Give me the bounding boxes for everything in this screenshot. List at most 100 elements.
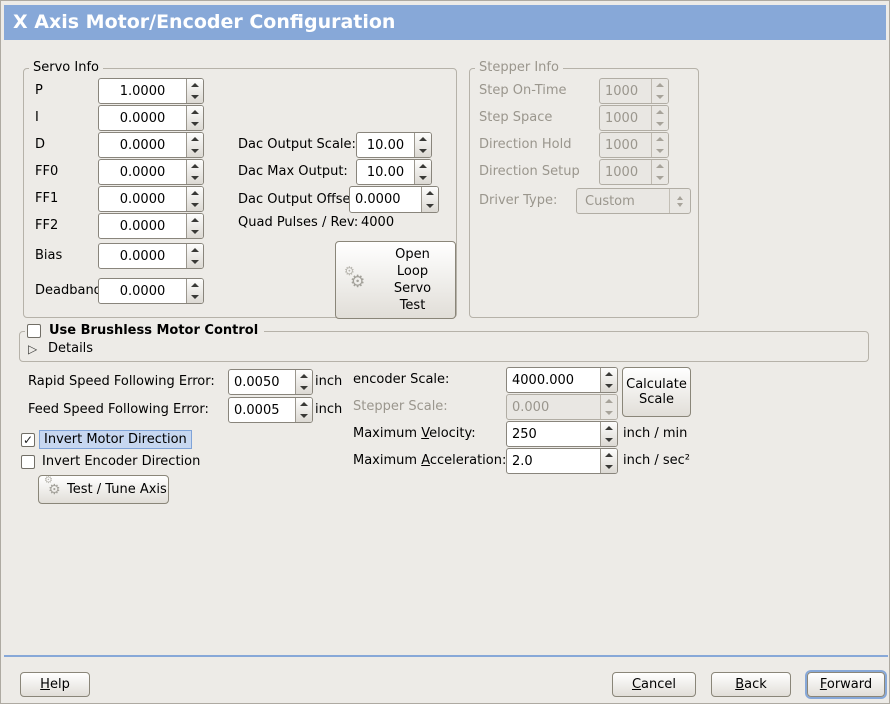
- deadband-input[interactable]: 0.0000: [98, 278, 204, 304]
- invert-encoder-direction-checkbox[interactable]: [21, 455, 35, 469]
- feed-following-error-input[interactable]: 0.0005: [228, 397, 313, 423]
- spin-down-icon[interactable]: [601, 434, 617, 446]
- i-input[interactable]: 0.0000: [98, 105, 204, 131]
- ff0-label: FF0: [35, 164, 59, 179]
- open-loop-servo-test-label: Open Loop Servo Test: [393, 247, 432, 313]
- spin-up-icon[interactable]: [601, 422, 617, 434]
- spin-down-icon[interactable]: [187, 172, 203, 184]
- spin-up-icon[interactable]: [187, 160, 203, 172]
- i-spinner[interactable]: [186, 106, 203, 130]
- deadband-spinner[interactable]: [186, 279, 203, 303]
- feed-following-error-unit: inch: [315, 402, 343, 417]
- maximum-acceleration-unit: inch / sec²: [623, 453, 691, 468]
- spin-down-icon[interactable]: [422, 200, 438, 213]
- step-space-value: 1000: [605, 110, 639, 126]
- step-on-time-label: Step On-Time: [479, 83, 567, 98]
- dac-output-offset-value: 0.0000: [355, 192, 401, 207]
- spin-up-icon[interactable]: [187, 106, 203, 118]
- ff0-spinner[interactable]: [186, 160, 203, 184]
- forward-button-label: Forward: [819, 677, 873, 692]
- direction-hold-input: 1000: [599, 132, 669, 158]
- spin-up-icon[interactable]: [415, 133, 431, 145]
- spin-down-icon[interactable]: [601, 461, 617, 473]
- spin-down-icon[interactable]: [601, 380, 617, 392]
- spin-up-icon[interactable]: [422, 187, 438, 200]
- spin-up-icon[interactable]: [601, 449, 617, 461]
- spin-down-icon[interactable]: [187, 256, 203, 268]
- brushless-checkbox-row[interactable]: Use Brushless Motor Control: [25, 323, 265, 338]
- step-on-time-spinner: [651, 79, 668, 103]
- encoder-scale-spinner[interactable]: [600, 368, 617, 392]
- dac-scale-spinner[interactable]: [414, 133, 431, 157]
- details-expander-label[interactable]: Details: [48, 341, 94, 356]
- p-spinner[interactable]: [186, 79, 203, 103]
- spin-up-icon: [652, 160, 668, 172]
- d-spinner[interactable]: [186, 133, 203, 157]
- dac-offset-spinner[interactable]: [421, 187, 438, 212]
- rapid-following-error-unit: inch: [315, 374, 343, 389]
- bias-spinner[interactable]: [186, 244, 203, 268]
- help-button[interactable]: Help: [20, 672, 90, 697]
- spin-down-icon[interactable]: [296, 382, 312, 394]
- spin-down-icon[interactable]: [187, 291, 203, 303]
- spin-down-icon[interactable]: [187, 226, 203, 238]
- dac-max-output-input[interactable]: 10.00: [356, 159, 432, 185]
- details-expander-icon[interactable]: ▷: [28, 342, 38, 356]
- spin-up-icon[interactable]: [296, 398, 312, 410]
- p-input[interactable]: 1.0000: [98, 78, 204, 104]
- spin-up-icon[interactable]: [187, 279, 203, 291]
- spin-up-icon[interactable]: [296, 370, 312, 382]
- maximum-velocity-input[interactable]: 250: [506, 421, 618, 447]
- invert-motor-direction-label[interactable]: Invert Motor Direction: [39, 430, 192, 449]
- dac-output-offset-input[interactable]: 0.0000: [349, 186, 439, 213]
- spin-up-icon[interactable]: [187, 133, 203, 145]
- spin-down-icon[interactable]: [296, 410, 312, 422]
- dac-max-output-value: 10.00: [366, 164, 405, 180]
- maximum-velocity-label: Maximum Velocity:: [353, 426, 476, 441]
- test-tune-axis-button[interactable]: ⚙⚙ Test / Tune Axis: [38, 475, 169, 504]
- brushless-checkbox[interactable]: [27, 323, 41, 338]
- back-button[interactable]: Back: [711, 672, 791, 697]
- direction-setup-value: 1000: [605, 164, 639, 180]
- spin-up-icon[interactable]: [601, 368, 617, 380]
- invert-encoder-direction-label[interactable]: Invert Encoder Direction: [42, 454, 201, 469]
- encoder-scale-value: 4000.000: [512, 372, 575, 388]
- encoder-scale-input[interactable]: 4000.000: [506, 367, 618, 393]
- acceleration-spinner[interactable]: [600, 449, 617, 473]
- velocity-spinner[interactable]: [600, 422, 617, 446]
- spin-down-icon: [652, 145, 668, 157]
- ff2-spinner[interactable]: [186, 214, 203, 238]
- spin-down-icon[interactable]: [187, 145, 203, 157]
- stepper-info-frame-label: Stepper Info: [475, 60, 563, 75]
- maximum-acceleration-input[interactable]: 2.0: [506, 448, 618, 474]
- maximum-acceleration-label: Maximum Acceleration:: [353, 453, 507, 468]
- dac-output-scale-input[interactable]: 10.00: [356, 132, 432, 158]
- spin-down-icon[interactable]: [187, 91, 203, 103]
- spin-down-icon[interactable]: [415, 145, 431, 157]
- d-input[interactable]: 0.0000: [98, 132, 204, 158]
- spin-up-icon[interactable]: [187, 79, 203, 91]
- spin-up-icon[interactable]: [187, 187, 203, 199]
- spin-down-icon[interactable]: [415, 172, 431, 184]
- spin-down-icon[interactable]: [187, 118, 203, 130]
- rapid-spinner[interactable]: [295, 370, 312, 394]
- open-loop-servo-test-button[interactable]: ⚙⚙ Open Loop Servo Test: [335, 241, 456, 319]
- calculate-scale-button[interactable]: Calculate Scale: [622, 367, 691, 417]
- ff1-input[interactable]: 0.0000: [98, 186, 204, 212]
- cancel-button[interactable]: Cancel: [612, 672, 696, 697]
- spin-up-icon[interactable]: [187, 214, 203, 226]
- ff1-spinner[interactable]: [186, 187, 203, 211]
- invert-motor-direction-checkbox[interactable]: ✓: [21, 433, 35, 447]
- forward-button[interactable]: Forward: [807, 672, 885, 697]
- ff0-value: 0.0000: [119, 164, 166, 180]
- ff0-input[interactable]: 0.0000: [98, 159, 204, 185]
- spin-up-icon[interactable]: [187, 244, 203, 256]
- bias-input[interactable]: 0.0000: [98, 243, 204, 269]
- action-area-separator: [4, 655, 888, 657]
- rapid-following-error-input[interactable]: 0.0050: [228, 369, 313, 395]
- ff2-input[interactable]: 0.0000: [98, 213, 204, 239]
- feed-spinner[interactable]: [295, 398, 312, 422]
- spin-up-icon[interactable]: [415, 160, 431, 172]
- spin-down-icon[interactable]: [187, 199, 203, 211]
- dac-max-spinner[interactable]: [414, 160, 431, 184]
